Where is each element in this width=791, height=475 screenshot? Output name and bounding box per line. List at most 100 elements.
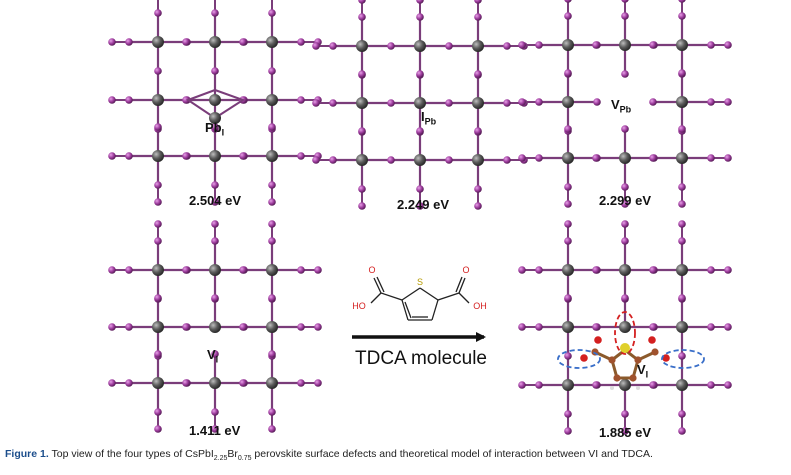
iodine-atom [182,323,190,331]
lead-atom [562,321,574,333]
iodine-atom [297,266,305,274]
iodine-atom [678,12,686,20]
iodine-atom [678,237,686,245]
iodine-atom [211,408,219,416]
iodine-atom [678,294,686,302]
energy-label-v-i: 1.411 eV [189,423,241,438]
iodine-atom [329,156,337,164]
iodine-atom [211,350,219,358]
iodine-atom [621,12,629,20]
iodine-atom [649,98,657,106]
iodine-atom [416,70,424,78]
iodine-atom [564,200,572,208]
formula-oxygen-label: O [368,265,375,275]
iodine-atom [239,266,247,274]
energy-label-v-pb: 2.299 eV [599,193,652,208]
iodine-atom [535,41,543,49]
iodine-atom [518,323,526,331]
lead-atom [414,97,426,109]
lead-atom [414,40,426,52]
iodine-atom [649,381,657,389]
iodine-atom [154,350,162,358]
iodine-atom [268,181,276,189]
iodine-atom [329,42,337,50]
iodine-atom [678,220,686,228]
lead-atom [676,96,688,108]
hydrogen-atom [610,386,614,390]
red-dashed-ellipse [614,311,636,355]
defect-label-v-pb: VPb [611,97,632,115]
iodine-atom [707,381,715,389]
iodine-atom [592,323,600,331]
iodine-atom [387,42,395,50]
iodine-atom [593,98,601,106]
defect-label-i-pb: IPb [421,109,437,127]
defect-label-pb-i: PbI [205,120,225,138]
iodine-atom [211,123,219,131]
lead-atom [356,40,368,52]
carbon-atom [629,374,637,382]
ring-bond [419,287,439,301]
iodine-atom [182,379,190,387]
carboxyl-bond [458,292,470,304]
formula-hydroxyl-label: OH [473,301,487,311]
iodine-atom [312,99,320,107]
iodine-atom [621,427,629,435]
lead-atom [152,264,164,276]
lead-atom [266,150,278,162]
iodine-atom [503,99,511,107]
iodine-atom [358,185,366,193]
iodine-atom [268,425,276,433]
iodine-atom [564,183,572,191]
caption-sub-1: 2.25 [213,455,228,463]
energy-label-pb-i: 2.504 eV [189,193,242,208]
iodine-atom [518,41,526,49]
iodine-atom [649,154,657,162]
iodine-atom [125,38,133,46]
iodine-atom [358,127,366,135]
iodine-atom [239,323,247,331]
oxygen-atom [580,354,588,362]
iodine-atom [649,323,657,331]
iodine-atom [564,69,572,77]
lattice-pb-i [108,0,322,206]
lead-atom [152,377,164,389]
carbon-atom [613,374,621,382]
iodine-atom [211,198,219,206]
ring-bond [431,299,439,321]
arrow-label-tdca: TDCA molecule [355,348,487,369]
carboxyl-bond [380,292,403,301]
lead-atom [414,154,426,166]
iodine-atom [182,96,190,104]
iodine-atom [621,183,629,191]
iodine-atom [358,70,366,78]
oxygen-atom [648,336,656,344]
iodine-atom [678,69,686,77]
iodine-atom [707,266,715,274]
lead-atom [152,94,164,106]
lead-atom [619,379,631,391]
iodine-atom [108,379,116,387]
lead-atom [209,150,221,162]
iodine-atom [182,266,190,274]
iodine-atom [678,125,686,133]
iodine-atom [535,154,543,162]
iodine-atom [724,98,732,106]
iodine-atom [564,352,572,360]
carboxyl-bond [376,276,385,293]
iodine-atom [621,70,629,78]
iodine-atom [154,408,162,416]
iodine-atom [621,0,629,3]
iodine-atom [592,154,600,162]
lead-atom [209,377,221,389]
iodine-atom [503,42,511,50]
iodine-atom [268,123,276,131]
iodine-atom [329,99,337,107]
iodine-atom [707,41,715,49]
iodine-atom [268,67,276,75]
iodine-atom [314,266,322,274]
caption-text-mid: Br [227,448,238,460]
iodine-atom [108,152,116,160]
lead-atom [619,39,631,51]
